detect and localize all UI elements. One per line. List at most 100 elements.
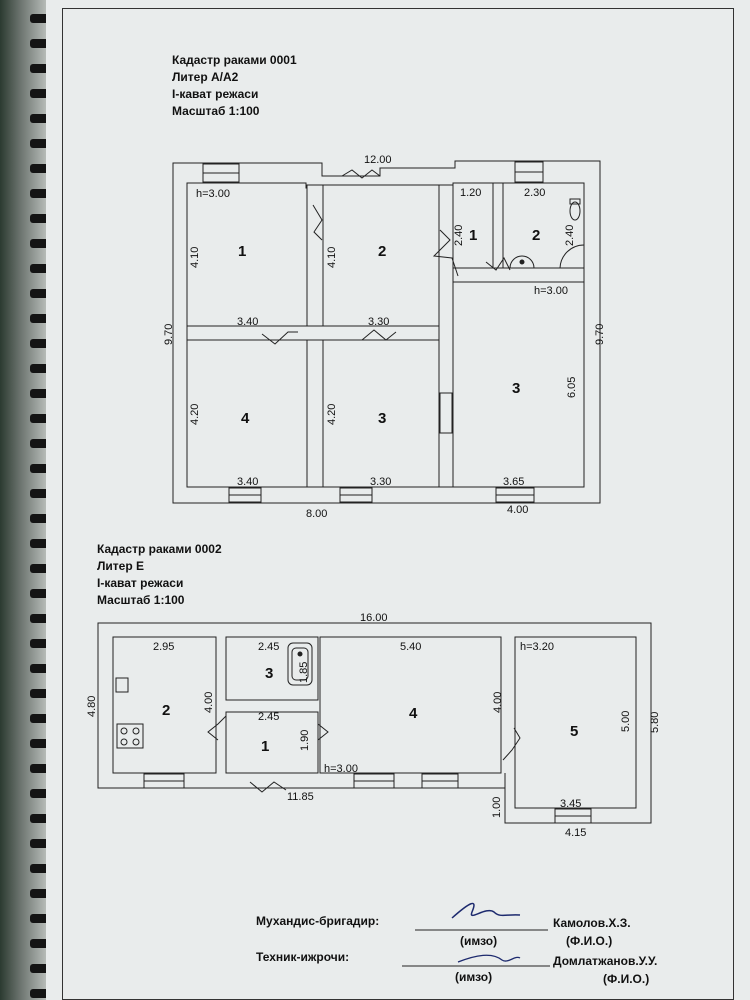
plan2-door-left (207, 715, 227, 741)
plan2-ceiling-mid: h=3.00 (324, 763, 358, 775)
plan2-scale: Масштаб 1:100 (97, 593, 185, 607)
drain-icon (519, 259, 525, 265)
plan2-door-right (317, 723, 329, 741)
binder-ring (30, 539, 50, 548)
plan1-drawing (172, 160, 601, 504)
plan1-room-4: 4 (241, 410, 250, 427)
plan1-dim-r1-height: 4.10 (189, 247, 201, 268)
binder-ring (30, 464, 50, 473)
binder-ring (30, 189, 50, 198)
binder-ring (30, 239, 50, 248)
binder-ring (30, 364, 50, 373)
plan2-room-1: 1 (261, 738, 269, 755)
binder-ring (30, 814, 50, 823)
plan1-dim-r4-height: 4.20 (189, 404, 201, 425)
sink-icon (509, 255, 535, 269)
plan2-dim-r2-width: 2.95 (153, 641, 174, 653)
plan2-drawing (97, 622, 652, 824)
plan1-dim-bath-height: 2.40 (564, 225, 576, 246)
plan2-ceiling-right: h=3.20 (520, 641, 554, 653)
plan1-cadastre-number: Кадастр раками 0001 (172, 53, 297, 67)
plan1-title-block: Кадастр раками 0001 Литер А/А2 I-кават р… (172, 52, 297, 120)
plan1-wall-hall-bath (492, 182, 504, 269)
technician-signature-scribble (457, 954, 521, 963)
plan1-liter: Литер А/А2 (172, 70, 239, 84)
binder-ring (30, 164, 50, 173)
plan2-room-numbers: 2 3 1 4 5 (162, 665, 578, 755)
engineer-sign-caption: (имзо) (460, 934, 498, 948)
binder-ring (30, 864, 50, 873)
binder-ring (30, 664, 50, 673)
engineer-label: Мухандис-бригадир: (256, 914, 380, 928)
technician-name: Домлатжанов.У.У. (553, 954, 658, 968)
plan1-window-6 (439, 392, 453, 434)
plan1-door-r1-r2 (312, 204, 323, 241)
plan1-dim-big-width: 3.65 (503, 476, 524, 488)
binder-ring (30, 514, 50, 523)
binder-ring (30, 989, 50, 998)
burner-icon (120, 738, 128, 746)
plan1-room-numbers: 1 2 4 3 1 2 3 (238, 227, 540, 427)
plan2-dim-step: 1.00 (491, 797, 503, 818)
plan1-room-bath: 2 (532, 227, 540, 244)
plan2-dim-r1-height: 1.90 (299, 730, 311, 751)
plan1-wall-small-rooms (452, 267, 585, 283)
engineer-name: Камолов.Х.З. (553, 916, 631, 930)
plan2-liter: Литер Е (97, 559, 145, 573)
plan2-room-4: 4 (409, 705, 418, 722)
plan2-dim-r2-height: 4.00 (203, 692, 215, 713)
burner-icon (132, 727, 140, 735)
binder-ring (30, 939, 50, 948)
binder-ring (30, 289, 50, 298)
binder-ring (30, 489, 50, 498)
plan2-dim-r5-height: 5.00 (620, 711, 632, 732)
binder-ring (30, 914, 50, 923)
binder-ring (30, 639, 50, 648)
plan1-dim-bottom-right: 4.00 (507, 504, 528, 516)
plan1-dim-left-height: 9.70 (163, 324, 175, 345)
plan1-room-1: 1 (238, 243, 246, 260)
binder-ring (30, 964, 50, 973)
plan1-room-big: 3 (512, 380, 520, 397)
plan1-dimensions: 12.00 8.00 4.00 9.70 9.70 4.10 4.10 4.20… (163, 154, 606, 520)
plan1-room-2: 2 (378, 243, 386, 260)
binder-ring (30, 789, 50, 798)
binder-ring (30, 889, 50, 898)
binder-ring (30, 689, 50, 698)
binder-ring (30, 64, 50, 73)
plan1-dim-r3b-width: 3.30 (370, 476, 391, 488)
plan2-inner-wall-r5 (514, 636, 637, 809)
plan1-room-hall: 1 (469, 227, 477, 244)
plan2-room-5: 5 (570, 723, 578, 740)
plan2-inner-wall-left (112, 636, 217, 774)
bathtub-icon (287, 642, 313, 686)
plan2-dim-bottom-right: 4.15 (565, 827, 586, 839)
plan2-dim-r4-height: 4.00 (492, 692, 504, 713)
technician-fio-caption: (Ф.И.О.) (603, 972, 650, 986)
plan1-dim-r2-height: 4.10 (326, 247, 338, 268)
binder-ring (30, 439, 50, 448)
plan2-title-block: Кадастр раками 0002 Литер Е I-кават режа… (97, 541, 222, 609)
sink-icon (115, 677, 129, 693)
plan2-dim-top: 16.00 (360, 612, 388, 624)
stove-icon (116, 723, 144, 749)
technician-label: Техник-ижрочи: (256, 950, 350, 964)
plan1-room-3: 3 (378, 410, 386, 427)
plan2-room-2: 2 (162, 702, 170, 719)
plan1-floor-plan: I-кават режаси (172, 87, 259, 101)
plan1-dim-r4-width: 3.40 (237, 476, 258, 488)
plan1-door-hall (432, 229, 459, 277)
burner-icon (132, 738, 140, 746)
plan1-dim-top: 12.00 (364, 154, 392, 166)
plan2-dim-r1-width: 2.45 (258, 711, 279, 723)
plan2-dim-bottom-mid: 11.85 (287, 791, 314, 803)
plan2-dim-r3-height: 1.85 (298, 662, 310, 683)
plan2-inner-wall-r1 (225, 711, 319, 774)
plan1-scale: Масштаб 1:100 (172, 104, 260, 118)
plan1-dim-r3a-width: 3.30 (368, 316, 389, 328)
signature-area (402, 902, 550, 967)
binder-ring (30, 139, 50, 148)
engineer-signature-scribble (451, 902, 521, 919)
burner-icon (120, 727, 128, 735)
binder-ring (30, 214, 50, 223)
